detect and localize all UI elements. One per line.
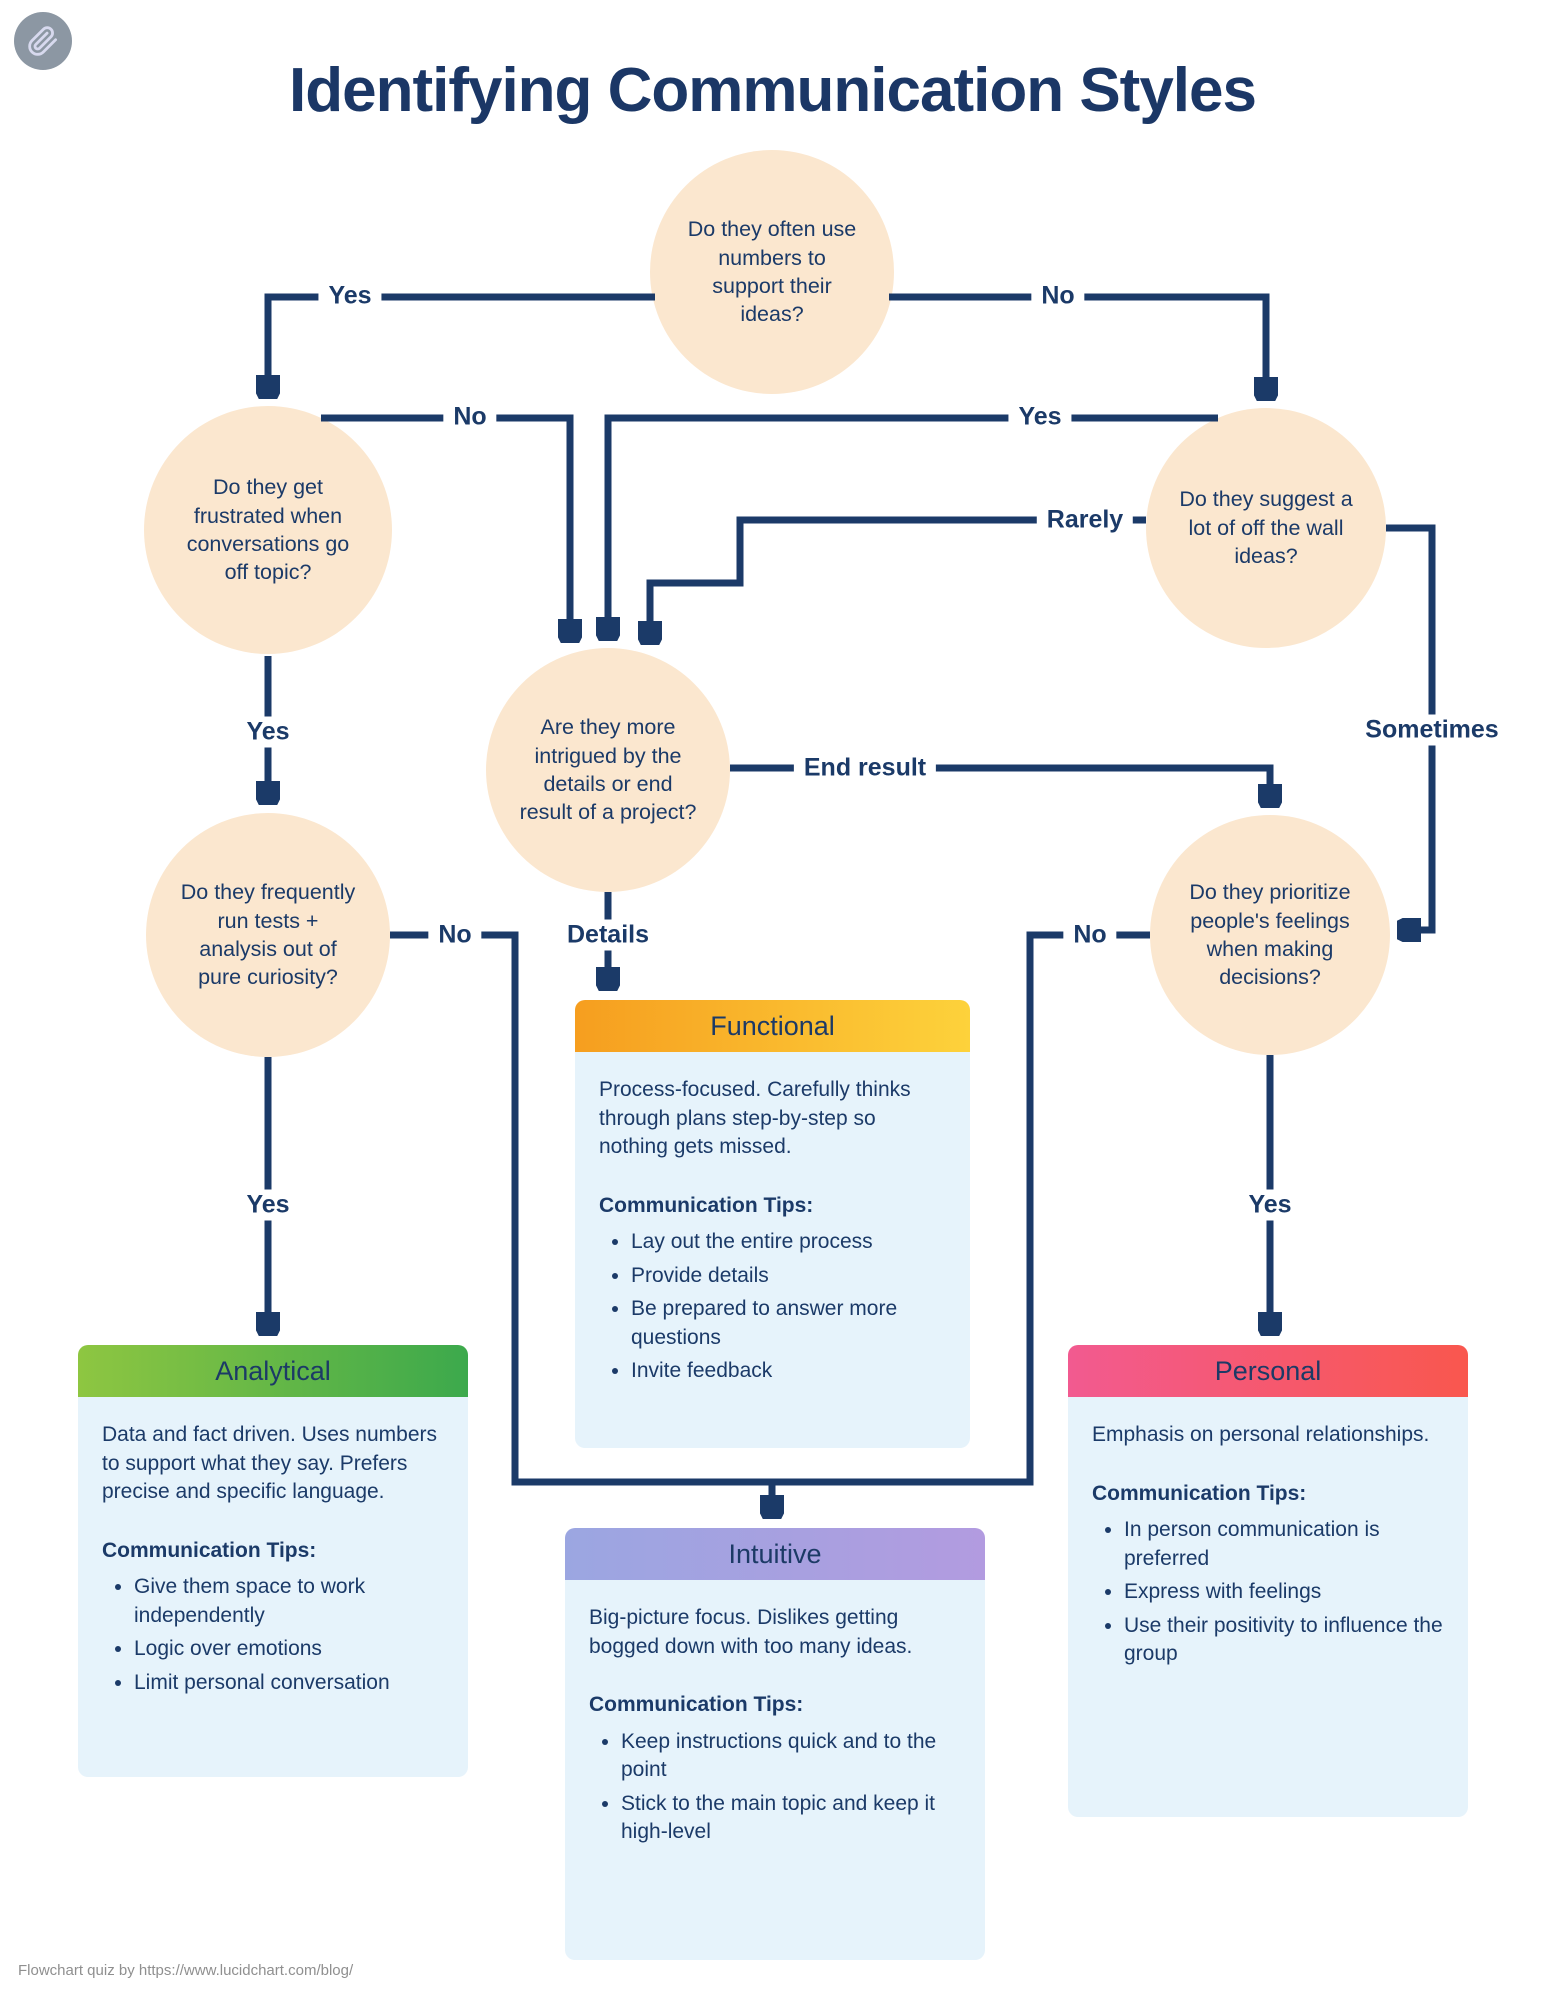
edge-label-yes-upper: Yes [1008,401,1072,433]
decision-node-details-or-end-result: Are they more intrigued by the details o… [486,648,730,892]
tip-item: Limit personal conversation [134,1669,444,1698]
tip-item: Express with feelings [1124,1578,1444,1607]
decision-node-off-the-wall: Do they suggest a lot of off the wall id… [1146,408,1386,648]
personal-tips-heading: Communication Tips: [1092,1481,1307,1505]
decision-node-frustrated: Do they get frustrated when conversation… [144,406,392,654]
personal-tips-list: In person communication is preferred Exp… [1092,1516,1444,1669]
tip-item: In person communication is preferred [1124,1516,1444,1573]
style-box-intuitive: Intuitive Big-picture focus. Dislikes ge… [565,1528,985,1960]
intuitive-tips-list: Keep instructions quick and to the point… [589,1728,961,1847]
page-title: Identifying Communication Styles [289,56,1257,125]
style-box-analytical: Analytical Data and fact driven. Uses nu… [78,1345,468,1777]
tip-item: Provide details [631,1262,946,1291]
decision-node-run-tests: Do they frequently run tests + analysis … [146,813,390,1057]
functional-description: Process-focused. Carefully thinks throug… [599,1078,911,1159]
edge-label-end-result: End result [793,752,937,784]
paperclip-icon-glyph [28,26,57,56]
functional-tips-list: Lay out the entire process Provide detai… [599,1228,946,1386]
intuitive-tips-heading: Communication Tips: [589,1693,804,1717]
decision-node-use-numbers: Do they often use numbers to support the… [650,150,894,394]
intuitive-header: Intuitive [565,1528,985,1580]
tip-item: Use their positivity to influence the gr… [1124,1612,1444,1669]
analytical-description: Data and fact driven. Uses numbers to su… [102,1423,437,1504]
analytical-header: Analytical [78,1345,468,1397]
tip-item: Give them space to work independently [134,1573,444,1630]
tip-item: Stick to the main topic and keep it high… [621,1790,961,1847]
intuitive-body: Big-picture focus. Dislikes getting bogg… [565,1580,985,1960]
analytical-tips-list: Give them space to work independently Lo… [102,1573,444,1697]
tip-item: Lay out the entire process [631,1228,946,1257]
edge-label-yes-mid-left: Yes [236,716,300,748]
edge-label-sometimes: Sometimes [1355,714,1509,746]
edge-label-no-lower-right: No [1063,919,1117,951]
personal-body: Emphasis on personal relationships. Comm… [1068,1397,1468,1817]
decision-node-feelings: Do they prioritize people's feelings whe… [1150,815,1390,1055]
edge-label-details: Details [557,919,659,951]
functional-body: Process-focused. Carefully thinks throug… [575,1052,970,1448]
style-box-personal: Personal Emphasis on personal relationsh… [1068,1345,1468,1817]
tip-item: Invite feedback [631,1357,946,1386]
edge-yes-to-frustrated [268,293,655,394]
footer-credit: Flowchart quiz by https://www.lucidchart… [18,1962,354,1979]
tip-item: Be prepared to answer more questions [631,1295,946,1352]
edge-label-no-top: No [1031,280,1085,312]
personal-header: Personal [1068,1345,1468,1397]
tip-item: Keep instructions quick and to the point [621,1728,961,1785]
paperclip-icon [14,12,72,70]
tip-item: Logic over emotions [134,1635,444,1664]
edge-label-no-upper: No [443,401,497,433]
edge-rarely-to-intrigued [650,516,1146,640]
analytical-body: Data and fact driven. Uses numbers to su… [78,1397,468,1777]
edge-label-yes-personal: Yes [1238,1189,1302,1221]
edge-label-rarely: Rarely [1036,504,1134,536]
edge-label-yes-analytical: Yes [236,1189,300,1221]
edge-label-no-lower-left: No [428,919,482,951]
intuitive-description: Big-picture focus. Dislikes getting bogg… [589,1606,913,1658]
style-box-functional: Functional Process-focused. Carefully th… [575,1000,970,1448]
edge-label-yes-top: Yes [318,280,382,312]
functional-header: Functional [575,1000,970,1052]
analytical-tips-heading: Communication Tips: [102,1538,317,1562]
functional-tips-heading: Communication Tips: [599,1193,814,1217]
edge-no-to-off-the-wall [889,293,1266,396]
personal-description: Emphasis on personal relationships. [1092,1423,1430,1446]
